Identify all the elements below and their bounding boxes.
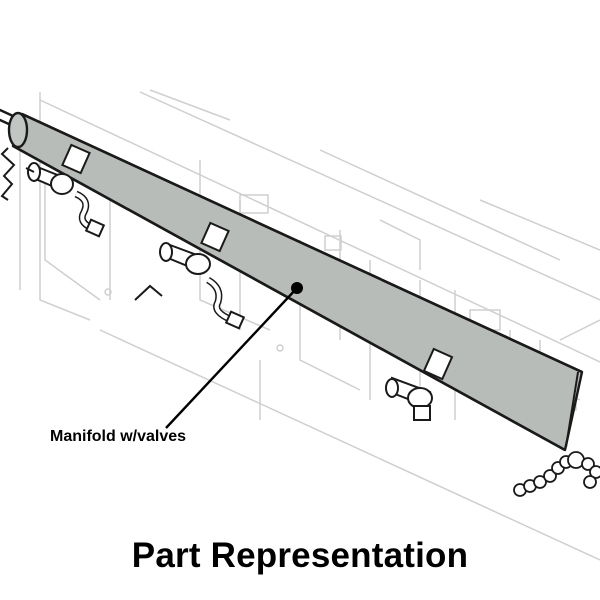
manifold-end-cap xyxy=(7,111,29,149)
flex-hose-icon xyxy=(513,451,600,497)
figure-title: Part Representation xyxy=(131,536,469,575)
gas-valve-icon xyxy=(134,221,246,330)
callout-leader xyxy=(165,282,303,429)
gas-valve-icon xyxy=(385,347,454,421)
igniter-wire xyxy=(0,147,16,201)
gas-valve-icon xyxy=(25,143,106,238)
manifold-pipe xyxy=(7,111,584,452)
callout-dot xyxy=(291,282,303,294)
manifold-callout-label: Manifold w/valves xyxy=(50,428,187,445)
